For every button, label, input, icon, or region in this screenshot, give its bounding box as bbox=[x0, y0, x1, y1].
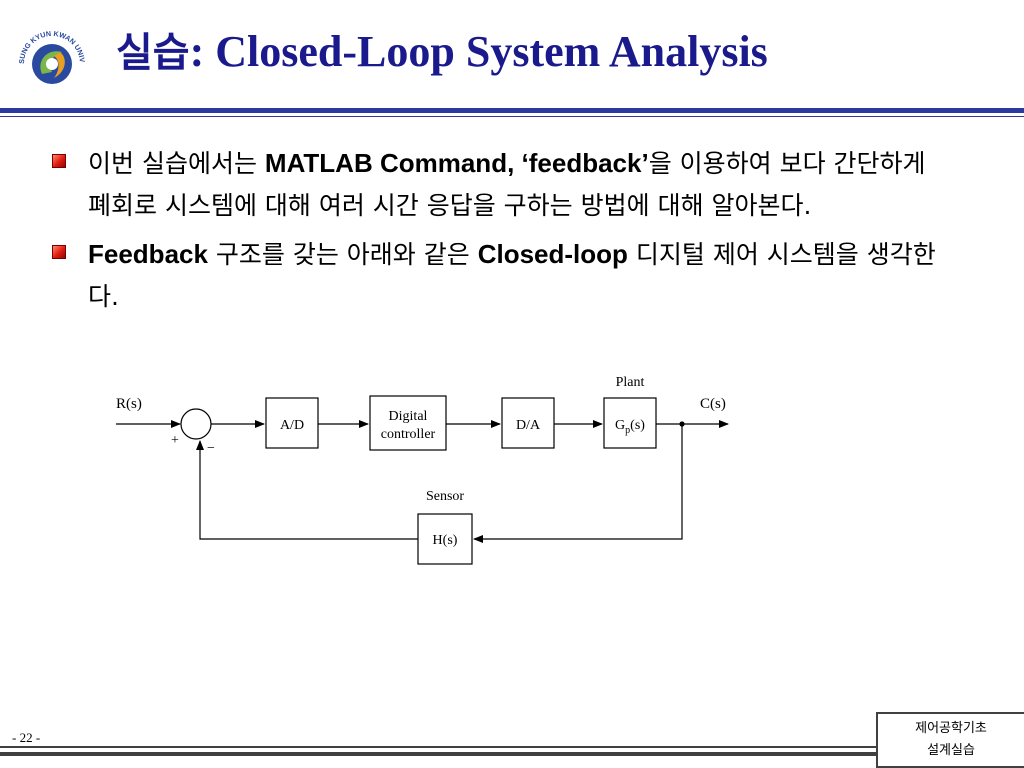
bullet-bold-text: Feedback bbox=[88, 239, 208, 269]
bullet-text: 구조를 갖는 아래와 같은 bbox=[207, 240, 478, 269]
page-number: - 22 - bbox=[12, 730, 41, 745]
bullet-item: 이번 실습에서는 MATLAB Command, ‘feedback’을 이용하… bbox=[50, 142, 950, 227]
title-english: : Closed-Loop System Analysis bbox=[189, 27, 768, 76]
bullet-square-icon bbox=[52, 154, 66, 168]
da-block bbox=[501, 397, 555, 449]
feedback-arrow bbox=[473, 424, 683, 543]
title-rule bbox=[0, 108, 1024, 113]
ad-label: A/D bbox=[280, 418, 304, 433]
footer-rule bbox=[0, 746, 876, 748]
feedback-return-arrow bbox=[196, 440, 418, 540]
pickoff-point bbox=[679, 421, 685, 427]
bullet-text: 디지털 제어 시스템을 생각한다. bbox=[88, 240, 936, 311]
bullet-text: 이번 실습에서는 bbox=[88, 149, 265, 178]
course-label-box: 제어공학기초 설계실습 bbox=[876, 712, 1024, 768]
title-rule-thin bbox=[0, 116, 1024, 117]
course-label-line1: 제어공학기초 bbox=[915, 721, 987, 736]
plant-title: Plant bbox=[616, 375, 645, 390]
input-label: R(s) bbox=[116, 396, 142, 412]
bullet-item: Feedback 구조를 갖는 아래와 같은 Closed-loop 디지털 제… bbox=[50, 233, 950, 318]
page-title: 실습: Closed-Loop System Analysis bbox=[116, 26, 768, 79]
controller-label-line1: Digital bbox=[389, 409, 428, 424]
bullet-text: 을 이용하여 보다 간단하게 폐회로 시스템에 대해 여러 시간 응답을 구하는… bbox=[88, 149, 926, 220]
output-label: C(s) bbox=[700, 396, 726, 412]
plant-block-label: Gp(s) bbox=[615, 418, 645, 436]
footer-rule-thick bbox=[0, 752, 876, 756]
plant-block bbox=[603, 397, 657, 449]
title-korean: 실습 bbox=[116, 30, 190, 76]
bullet-bold-text: Closed-loop bbox=[477, 239, 628, 269]
sensor-block-label: H(s) bbox=[433, 533, 458, 548]
controller-label-line2: controller bbox=[381, 427, 436, 442]
course-label-line2: 설계실습 bbox=[927, 743, 975, 758]
block-diagram: R(s) C(s) + − A/D Digital controller D/A… bbox=[116, 375, 729, 565]
controller-block bbox=[369, 395, 447, 451]
bullet-bold-text: MATLAB Command, ‘feedback’ bbox=[264, 148, 649, 178]
bullet-list: 이번 실습에서는 MATLAB Command, ‘feedback’을 이용하… bbox=[50, 142, 950, 324]
bullet-square-icon bbox=[52, 245, 66, 259]
sensor-title: Sensor bbox=[426, 489, 464, 504]
university-seal-icon: SUNG KYUN KWAN UNIVERSITY bbox=[14, 24, 88, 98]
ad-block bbox=[265, 397, 319, 449]
summing-junction bbox=[180, 408, 212, 440]
sensor-block bbox=[417, 513, 473, 565]
minus-sign: − bbox=[207, 441, 215, 456]
plus-sign: + bbox=[171, 433, 179, 448]
da-label: D/A bbox=[516, 418, 541, 433]
